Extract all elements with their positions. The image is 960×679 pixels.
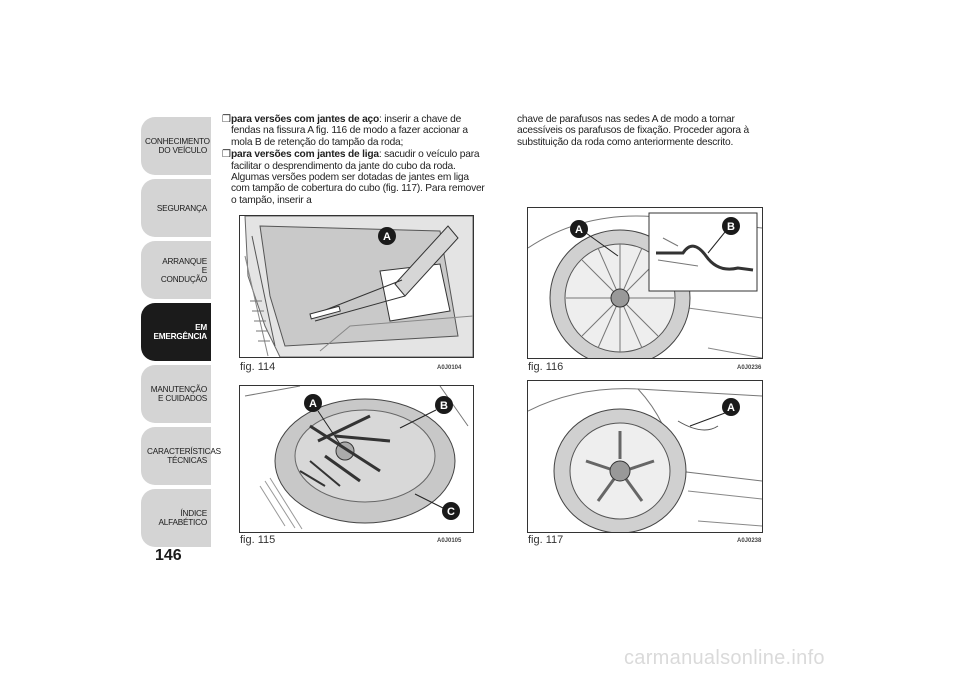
callout-label-b: B <box>727 221 735 233</box>
bullet-title: para versões com jantes de liga <box>231 149 379 161</box>
bullet-body: : sacudir o veículo para facilitar o des… <box>231 149 485 206</box>
figure-115: A B C <box>239 385 474 533</box>
figure-caption: fig. 114 <box>240 361 276 373</box>
figure-caption: fig. 116 <box>528 361 564 373</box>
figure-117: A <box>527 380 763 533</box>
figure-114: A <box>239 215 474 358</box>
bullet-steel-wheels: ❒ para versões com jantes de aço: inseri… <box>222 114 490 148</box>
callout-label-a: A <box>309 398 317 410</box>
callout-label-b: B <box>440 400 448 412</box>
trunk-floor-illustration: A <box>240 216 473 357</box>
tab-indice-alfabetico[interactable]: ÍNDICE ALFABÉTICO <box>141 489 211 547</box>
callout-label-a: A <box>575 224 583 236</box>
tab-em-emergencia[interactable]: EM EMERGÊNCIA <box>141 303 211 361</box>
bullet-alloy-wheels: ❒ para versões com jantes de liga: sacud… <box>222 149 490 206</box>
page-number: 146 <box>155 547 182 564</box>
figure-caption: fig. 115 <box>240 534 276 546</box>
figure-caption: fig. 117 <box>528 534 564 546</box>
callout-label-c: C <box>447 506 455 518</box>
figure-code: A0J0105 <box>437 538 462 544</box>
spare-wheel-tools-illustration: A B C <box>240 386 473 532</box>
tab-seguranca[interactable]: SEGURANÇA <box>141 179 211 237</box>
text-column-left: ❒ para versões com jantes de aço: inseri… <box>222 114 490 207</box>
watermark: carmanualsonline.info <box>624 647 825 669</box>
tab-arranque-e-conducao[interactable]: ARRANQUE E CONDUÇÃO <box>141 241 211 299</box>
tab-caracteristicas-tecnicas[interactable]: CARACTERÍSTICAS TÉCNICAS <box>141 427 221 485</box>
checkbox-bullet-icon: ❒ <box>222 149 231 161</box>
steel-wheel-hubcap-illustration: A B <box>528 208 762 358</box>
callout-label-a: A <box>383 231 391 243</box>
figure-116: A B <box>527 207 763 359</box>
figure-code: A0J0236 <box>737 365 762 371</box>
callout-label-a: A <box>727 402 735 414</box>
bullet-body: : inserir a chave de fendas na fissura A… <box>231 114 468 148</box>
alloy-wheel-cap-illustration: A <box>528 381 762 532</box>
checkbox-bullet-icon: ❒ <box>222 114 231 125</box>
tab-manutencao-e-cuidados[interactable]: MANUTENÇÃO E CUIDADOS <box>141 365 211 423</box>
bullet-title: para versões com jantes de aço <box>231 114 380 125</box>
text-column-right: chave de parafusos nas sedes A de modo a… <box>517 114 749 148</box>
figure-code: A0J0238 <box>737 538 762 544</box>
tab-conhecimento-do-veiculo[interactable]: CONHECIMENTO DO VEÍCULO <box>141 117 211 175</box>
figure-code: A0J0104 <box>437 365 462 371</box>
